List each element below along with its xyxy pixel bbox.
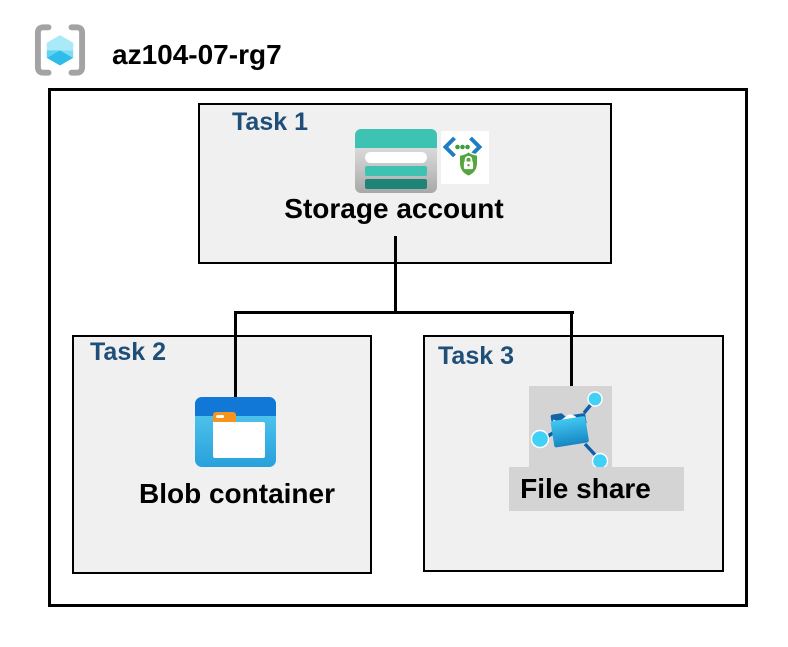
connector-storage-stem: [394, 236, 397, 313]
resource-group-icon: [34, 24, 86, 76]
task2-box: Task 2 Blob container: [72, 335, 372, 574]
file-share-label: File share: [520, 473, 651, 504]
task1-label: Task 1: [232, 108, 308, 136]
task3-box: Task 3: [423, 335, 724, 572]
connector-to-blob-container: [234, 311, 237, 399]
storage-icon-row-teal: [365, 166, 427, 176]
storage-icon-header-bar: [355, 129, 437, 148]
secure-access-signature-icon: [441, 131, 489, 184]
task3-label: Task 3: [438, 342, 514, 370]
blob-icon-folder: [213, 422, 265, 458]
task1-box: Task 1 Storage account: [198, 103, 612, 264]
storage-icon-row-dark: [365, 179, 427, 189]
task2-label: Task 2: [90, 338, 166, 366]
connector-to-file-share: [570, 311, 573, 389]
blob-icon-header-bar: [195, 397, 276, 416]
storage-account-label: Storage account: [284, 193, 504, 224]
file-share-label-highlight: File share: [509, 467, 684, 511]
resource-group-title: az104-07-rg7: [112, 39, 282, 70]
connector-branch: [234, 311, 574, 314]
blob-container-icon: [195, 397, 276, 467]
storage-account-icon: [355, 129, 437, 193]
file-share-icon: [529, 386, 612, 470]
storage-icon-row-white: [365, 152, 427, 163]
blob-icon-tab-dash: [216, 415, 224, 418]
blob-icon-folder-tab: [213, 412, 236, 422]
blob-container-label: Blob container: [138, 478, 335, 509]
